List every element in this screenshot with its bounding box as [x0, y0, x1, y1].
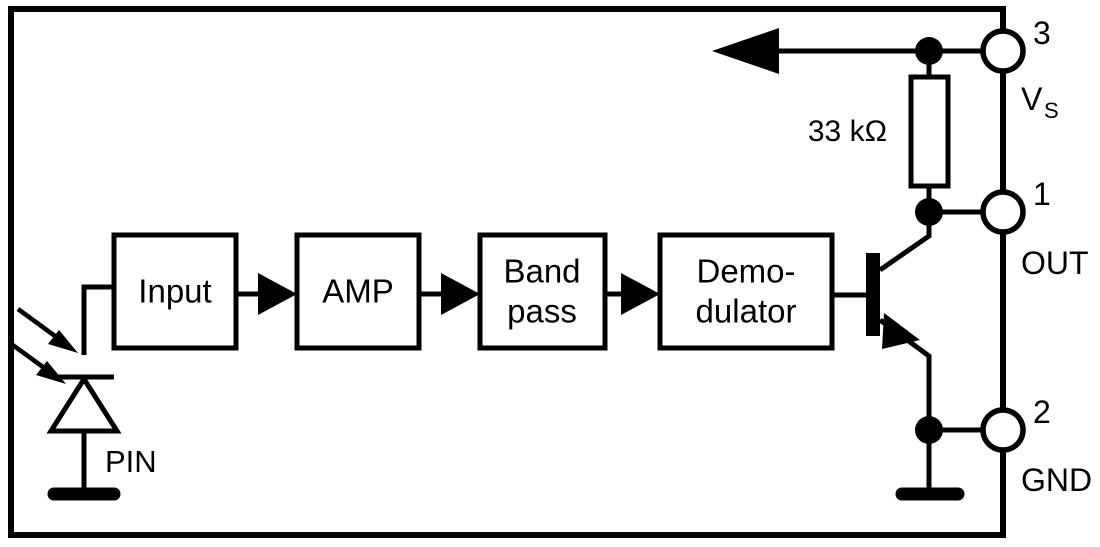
photodiode-label: PIN [105, 444, 157, 479]
pin-3-number: 3 [1033, 15, 1051, 51]
pin-3-label: V [1021, 81, 1043, 117]
block-demodulator-label-line2: dulator [696, 293, 797, 330]
pin-1-terminal[interactable] [980, 189, 1026, 235]
block-input-label: Input [138, 273, 211, 310]
arrow-right-icon-2 [419, 273, 480, 315]
incident-light-arrows-icon [8, 307, 78, 384]
transistor-emitter-arrow-icon [882, 313, 920, 349]
transistor-base-bar [866, 253, 880, 336]
pin-3-terminal[interactable] [980, 28, 1026, 74]
junction-dot-vs [915, 37, 943, 65]
block-input[interactable] [111, 232, 239, 351]
arrow-right-icon-3 [605, 273, 660, 315]
pin-2-label: GND [1021, 462, 1092, 498]
arrow-left-icon [712, 28, 779, 74]
pin-3-sublabel: S [1044, 98, 1059, 123]
block-bandpass[interactable] [477, 232, 608, 351]
block-amp[interactable] [294, 232, 422, 351]
block-demodulator-label-line1: Demo- [696, 253, 795, 290]
block-bandpass-label-line2: pass [507, 293, 577, 330]
block-amp-label: AMP [322, 273, 394, 310]
photodiode-anode-wire [81, 284, 114, 355]
pin-1-number: 1 [1033, 176, 1051, 212]
arrow-right-icon-1 [236, 273, 297, 315]
block-bandpass-label-line1: Band [503, 253, 580, 290]
photodiode-triangle [46, 374, 122, 434]
pin-2-terminal[interactable] [980, 407, 1026, 453]
block-demodulator[interactable] [657, 232, 835, 351]
transistor-collector-lead [878, 212, 932, 273]
resistor-33k-body [908, 74, 951, 189]
resistor-value-label: 33 kΩ [808, 115, 887, 148]
pin-1-label: OUT [1021, 245, 1089, 281]
pin-2-number: 2 [1033, 394, 1051, 430]
